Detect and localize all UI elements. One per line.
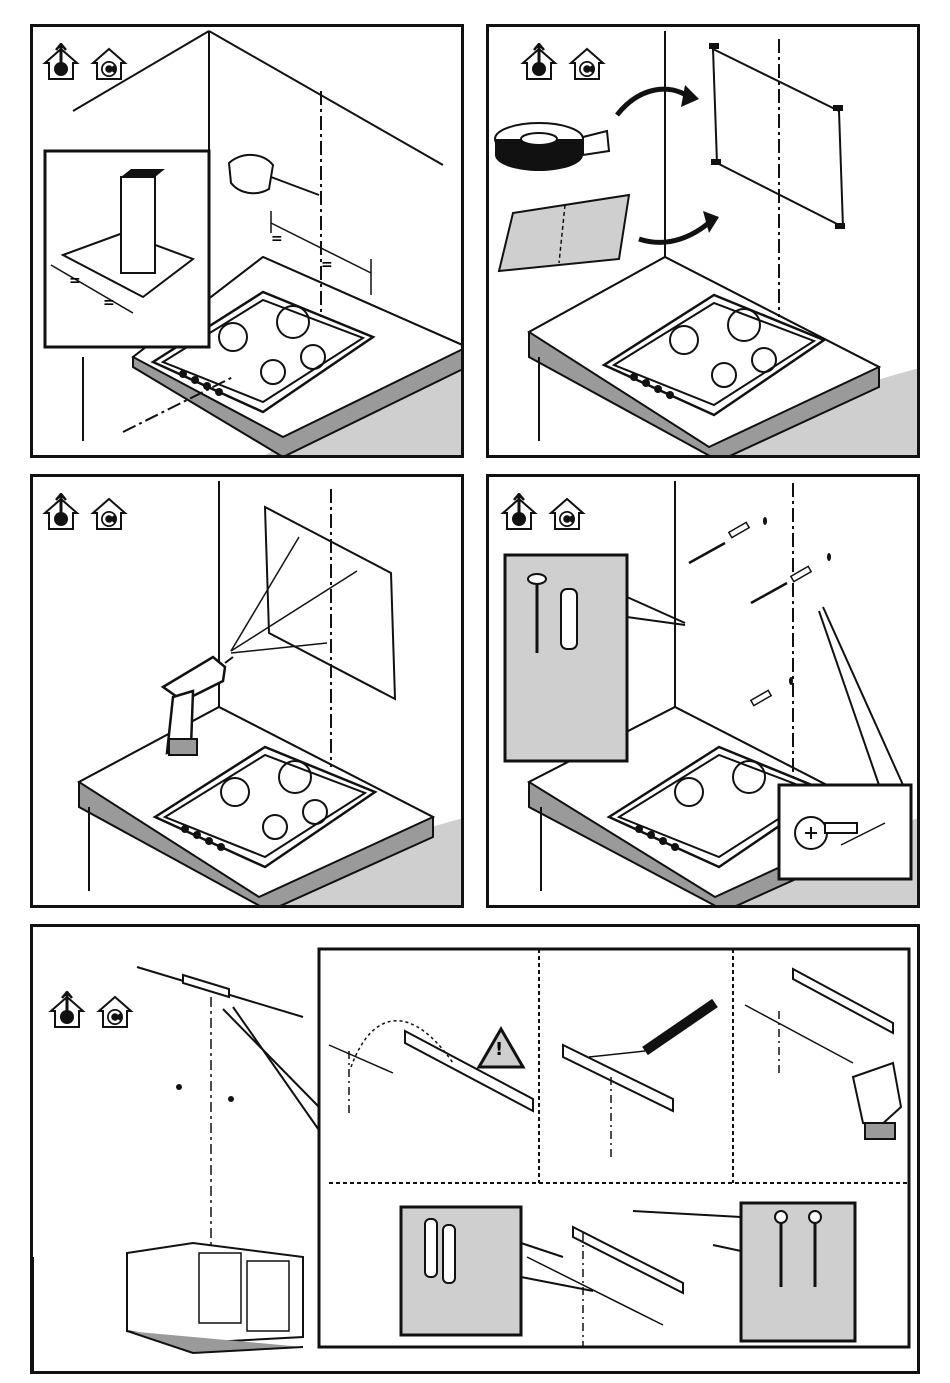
figure-drill-holes bbox=[30, 474, 464, 908]
recirculation-mode-icon bbox=[547, 493, 587, 533]
figure-measure-and-mark-axis: = = = = bbox=[30, 24, 464, 458]
warning-symbol: ! bbox=[495, 1039, 503, 1060]
drill-illustration bbox=[33, 477, 464, 908]
recirculation-mode-icon bbox=[89, 43, 129, 83]
extraction-mode-icon bbox=[499, 493, 539, 533]
recirculation-mode-icon bbox=[95, 991, 135, 1031]
template-illustration bbox=[489, 27, 920, 458]
extraction-mode-icon bbox=[41, 43, 81, 83]
equals-mark: = bbox=[321, 257, 333, 273]
extraction-mode-icon bbox=[519, 43, 559, 83]
extraction-mode-icon bbox=[47, 991, 87, 1031]
equals-mark: = bbox=[271, 231, 283, 247]
plugs-illustration bbox=[489, 477, 920, 908]
figure-mount-bracket: ! bbox=[30, 924, 920, 1374]
equals-mark: = bbox=[69, 273, 81, 289]
bracket-illustration bbox=[33, 927, 920, 1374]
figure-apply-template-with-tape bbox=[486, 24, 920, 458]
figure-insert-plugs-and-screws bbox=[486, 474, 920, 908]
recirculation-mode-icon bbox=[567, 43, 607, 83]
extraction-mode-icon bbox=[41, 493, 81, 533]
measure-illustration bbox=[33, 27, 464, 458]
equals-mark: = bbox=[103, 295, 115, 311]
recirculation-mode-icon bbox=[89, 493, 129, 533]
